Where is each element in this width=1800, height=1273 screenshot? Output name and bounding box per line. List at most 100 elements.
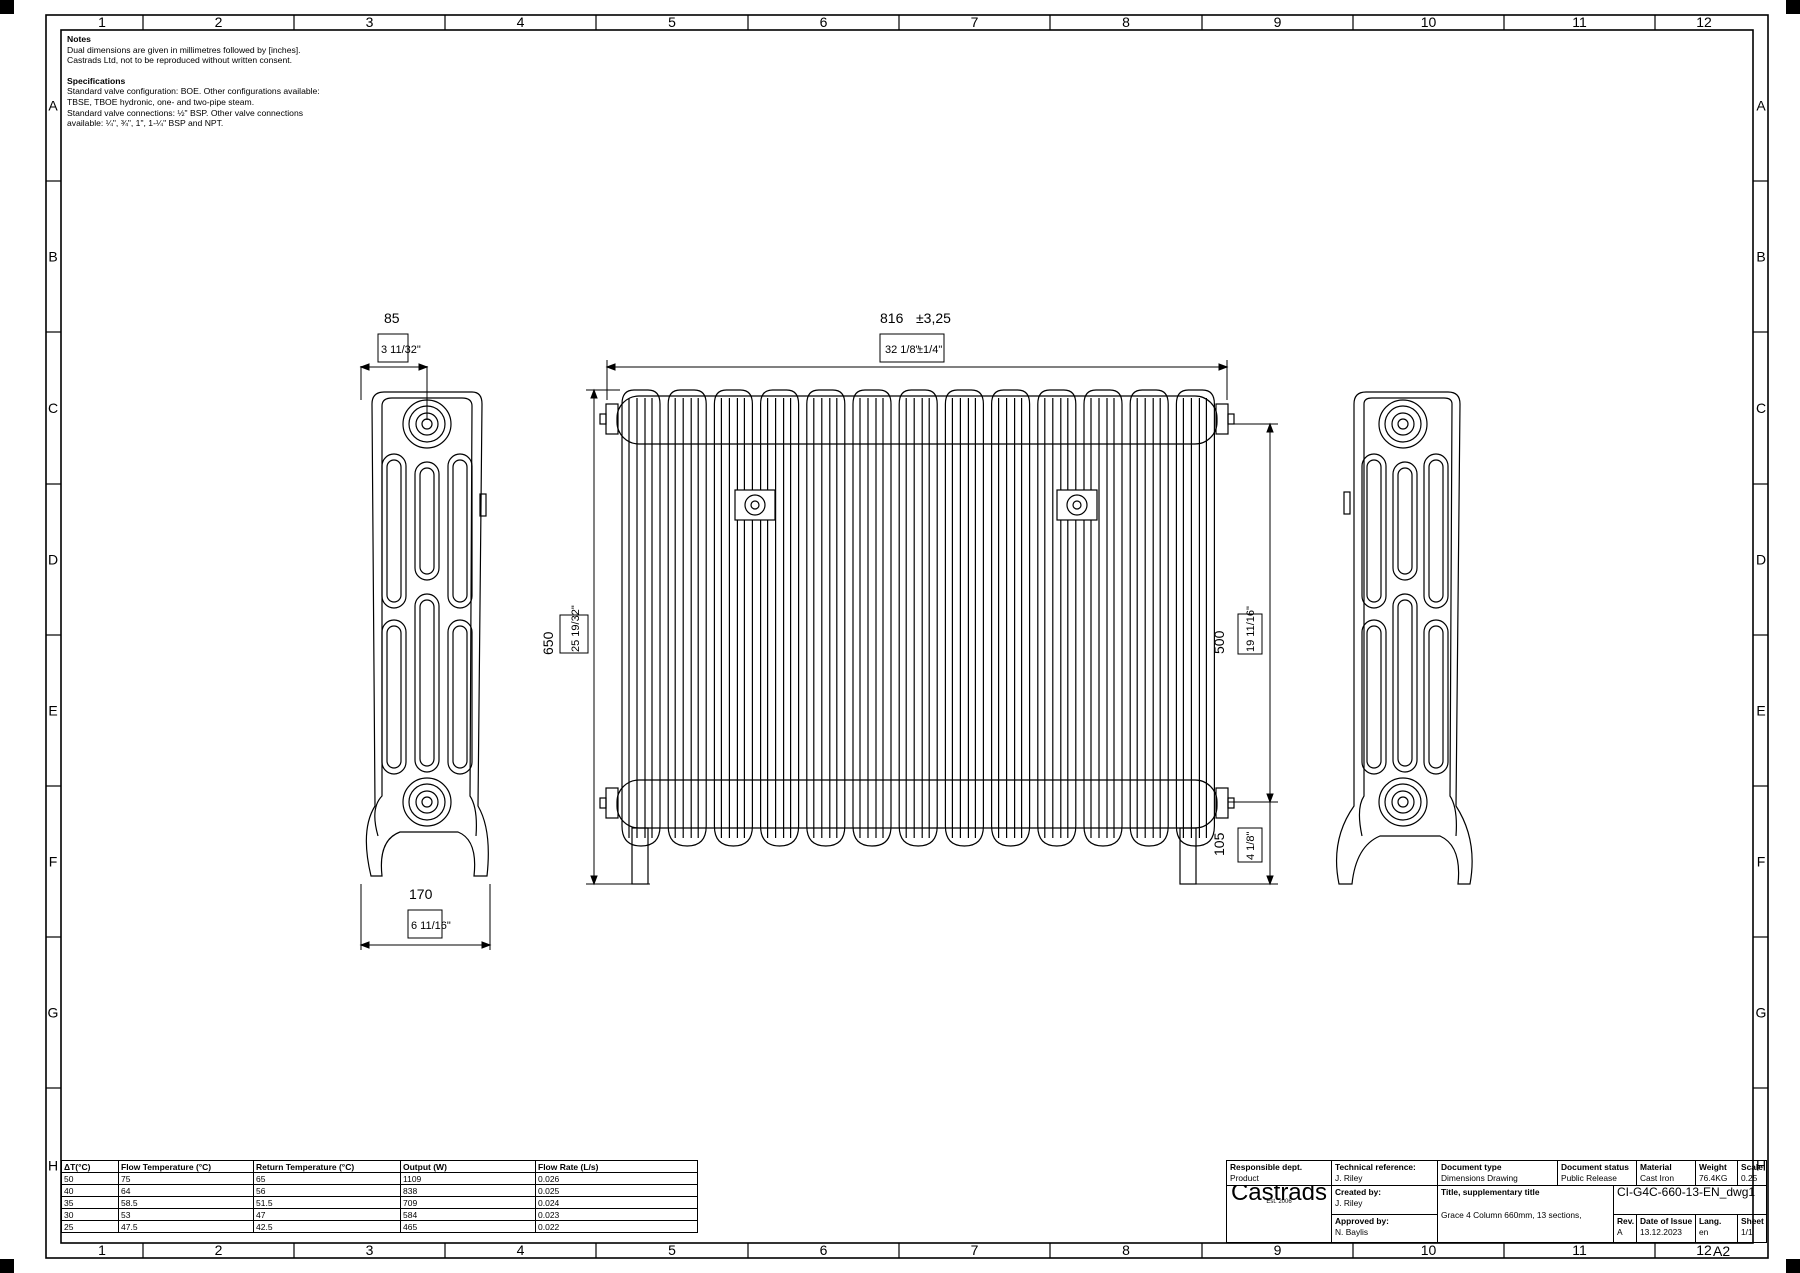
notes-block: Notes Dual dimensions are given in milli… <box>67 34 367 129</box>
scale-label: Scale <box>1741 1162 1763 1172</box>
notes-line: Dual dimensions are given in millimetres… <box>67 44 301 55</box>
zone-column-label: 11 <box>1572 14 1587 30</box>
zone-column-label: 9 <box>1274 14 1282 30</box>
tech-ref-cell: Technical reference: J. Riley <box>1331 1160 1438 1186</box>
title-label: Title, supplementary title <box>1441 1187 1540 1197</box>
corner-mark <box>0 0 14 14</box>
table-cell: 47.5 <box>118 1220 254 1233</box>
weight-label: Weight <box>1699 1162 1727 1172</box>
corner-mark <box>1786 0 1800 14</box>
zone-row-label: A <box>1756 98 1766 114</box>
radiator-section <box>898 389 938 847</box>
zone-row-label: F <box>1757 854 1766 870</box>
radiator-sections <box>621 389 1215 847</box>
table-cell: 75 <box>118 1172 254 1185</box>
sheet-value: 1/1 <box>1741 1227 1753 1237</box>
zone-column-label: 11 <box>1572 1242 1587 1258</box>
height-mm: 650 <box>540 631 556 655</box>
doc-type-value: Dimensions Drawing <box>1441 1173 1518 1183</box>
doc-number-value: CI-G4C-660-13-EN_dwg1 <box>1617 1185 1756 1199</box>
table-cell: 42.5 <box>253 1220 401 1233</box>
zone-row-label: B <box>1756 249 1765 265</box>
table-cell: 47 <box>253 1208 401 1221</box>
created-by-value: J. Riley <box>1335 1198 1363 1208</box>
lang-value: en <box>1699 1227 1709 1237</box>
zone-column-label: 5 <box>668 14 676 30</box>
material-label: Material <box>1640 1162 1672 1172</box>
table-header-row: ΔT(°C) Flow Temperature (°C) Return Temp… <box>61 1160 698 1173</box>
zone-row-label: D <box>1756 552 1766 568</box>
table-cell: 1109 <box>400 1172 536 1185</box>
dimension-lines <box>359 333 1278 950</box>
side-view-left <box>365 391 489 877</box>
zone-column-label: 7 <box>971 1242 979 1258</box>
rev-value: A <box>1617 1227 1623 1237</box>
scale-value: 0.25 <box>1741 1173 1758 1183</box>
zone-row-label: F <box>49 854 58 870</box>
radiator-section <box>852 389 892 847</box>
radiator-section <box>667 389 707 847</box>
table-cell: 0.023 <box>535 1208 698 1221</box>
zone-row-label: H <box>48 1158 58 1174</box>
doc-status-label: Document status <box>1561 1162 1629 1172</box>
approved-by-label: Approved by: <box>1335 1216 1389 1226</box>
date-value: 13.12.2023 <box>1640 1227 1682 1237</box>
zone-column-label: 9 <box>1274 1242 1282 1258</box>
zone-column-label: 5 <box>668 1242 676 1258</box>
inner-border <box>60 29 1754 1244</box>
responsible-dept-label: Responsible dept. <box>1230 1162 1303 1172</box>
company-logo: Castrads Est. 2006 <box>1226 1185 1332 1243</box>
header-flow-temp: Flow Temperature (°C) <box>118 1160 254 1173</box>
spec-line: Standard valve configuration: BOE. Other… <box>67 86 320 97</box>
zone-column-label: 2 <box>215 14 223 30</box>
zone-row-label: B <box>48 249 57 265</box>
zone-column-label: 8 <box>1122 14 1130 30</box>
doc-status-value: Public Release <box>1561 1173 1617 1183</box>
approved-by-value: N. Baylis <box>1335 1227 1369 1237</box>
side-depth-in: 3 11/32" <box>381 344 421 356</box>
doc-status-cell: Document status Public Release <box>1557 1160 1637 1186</box>
corner-mark <box>1786 1259 1800 1273</box>
radiator-section <box>991 389 1031 847</box>
paper-size: A2 <box>1713 1243 1731 1259</box>
spec-heading: Specifications <box>67 75 126 86</box>
length-tol-mm: ±3,25 <box>916 310 951 326</box>
table-cell: 0.024 <box>535 1196 698 1209</box>
spec-line: Standard valve connections: ½" BSP. Othe… <box>67 107 304 118</box>
title-cell: Title, supplementary title Grace 4 Colum… <box>1437 1185 1614 1243</box>
table-cell: 40 <box>61 1184 119 1197</box>
scale-cell: Scale 0.25 <box>1737 1160 1767 1186</box>
date-cell: Date of Issue 13.12.2023 <box>1636 1214 1696 1243</box>
zone-row-label: H <box>1756 1158 1766 1174</box>
table-cell: 51.5 <box>253 1196 401 1209</box>
spec-line: TBSE, TBOE hydronic, one- and two-pipe s… <box>67 96 255 107</box>
zone-column-label: 8 <box>1122 1242 1130 1258</box>
created-by-label: Created by: <box>1335 1187 1382 1197</box>
company-name: Castrads <box>1230 1185 1328 1206</box>
zone-column-label: 12 <box>1696 14 1712 30</box>
side-depth-mm: 85 <box>384 310 400 326</box>
doc-type-cell: Document type Dimensions Drawing <box>1437 1160 1558 1186</box>
zone-column-label: 4 <box>517 14 525 30</box>
zone-column-label: 6 <box>820 1242 828 1258</box>
radiator-section <box>760 389 800 847</box>
table-cell: 65 <box>253 1172 401 1185</box>
notes-heading: Notes <box>67 34 91 44</box>
zone-column-label: 1 <box>98 1242 106 1258</box>
table-cell: 64 <box>118 1184 254 1197</box>
zone-ticks <box>46 15 1768 1258</box>
table-cell: 0.025 <box>535 1184 698 1197</box>
zone-row-label: G <box>48 1005 59 1021</box>
zone-column-label: 4 <box>517 1242 525 1258</box>
approved-by-cell: Approved by: N. Baylis <box>1331 1214 1438 1243</box>
side-width-in: 6 11/16" <box>411 920 451 932</box>
weight-cell: Weight 76.4KG <box>1695 1160 1738 1186</box>
zone-column-label: 3 <box>366 14 374 30</box>
date-label: Date of Issue <box>1640 1216 1693 1226</box>
header-output: Output (W) <box>400 1160 536 1173</box>
